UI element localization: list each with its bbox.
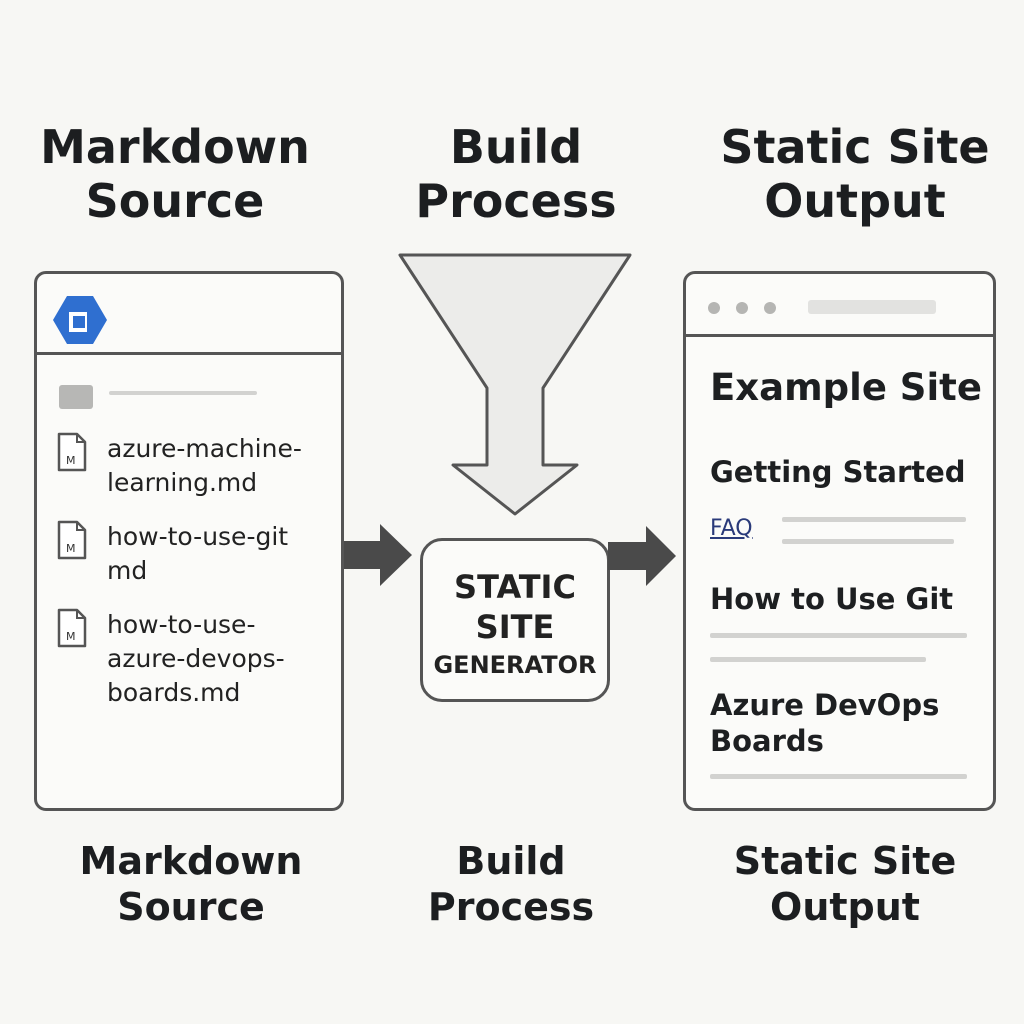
footer-markdown-source: Markdown Source bbox=[79, 839, 303, 929]
markdown-source-panel: M azure-machine- learning.md M how-to-us… bbox=[34, 271, 344, 811]
site-nav-azure-devops-boards[interactable]: Azure DevOps Boards bbox=[710, 688, 940, 758]
markdown-file-icon bbox=[57, 520, 87, 560]
site-nav-how-to-use-git[interactable]: How to Use Git bbox=[710, 582, 954, 616]
site-nav-getting-started[interactable]: Getting Started bbox=[710, 455, 966, 489]
window-dot bbox=[764, 302, 776, 314]
text-placeholder-line bbox=[710, 774, 967, 779]
file-name: azure-machine- learning.md bbox=[107, 434, 302, 497]
funnel-icon bbox=[398, 253, 632, 516]
markdown-file-icon bbox=[57, 608, 87, 648]
footer-static-site-output: Static Site Output bbox=[733, 839, 957, 929]
generator-label-line2: SITE bbox=[475, 608, 555, 646]
panel-header-divider bbox=[37, 352, 341, 355]
text-placeholder-line bbox=[710, 633, 967, 638]
list-item[interactable]: M azure-machine- learning.md bbox=[57, 432, 327, 504]
azure-devops-logo-icon bbox=[53, 296, 107, 344]
generator-label-line3: GENERATOR bbox=[433, 651, 597, 679]
header-static-site-output: Static Site Output bbox=[720, 120, 990, 228]
site-title: Example Site bbox=[710, 366, 982, 409]
static-site-browser-window: Example Site Getting Started FAQ How to … bbox=[683, 271, 996, 811]
arrow-right-icon bbox=[344, 524, 412, 586]
header-build-process: Build Process bbox=[415, 120, 617, 228]
arrow-right-icon bbox=[608, 526, 676, 586]
folder-icon bbox=[59, 385, 93, 409]
list-item[interactable]: M how-to-use-git md bbox=[57, 520, 327, 592]
file-name: how-to-use- azure-devops- boards.md bbox=[107, 610, 285, 707]
generator-label-line1: STATIC bbox=[454, 568, 576, 606]
markdown-file-icon bbox=[57, 432, 87, 472]
browser-header-divider bbox=[686, 334, 993, 337]
header-markdown-source: Markdown Source bbox=[40, 120, 310, 228]
text-placeholder-line bbox=[782, 517, 966, 522]
list-item[interactable]: M how-to-use- azure-devops- boards.md bbox=[57, 608, 327, 712]
footer-build-process: Build Process bbox=[427, 839, 595, 929]
text-placeholder-line bbox=[710, 657, 926, 662]
site-nav-faq-link[interactable]: FAQ bbox=[710, 516, 753, 541]
path-placeholder-line bbox=[109, 391, 257, 395]
text-placeholder-line bbox=[782, 539, 954, 544]
window-dot bbox=[736, 302, 748, 314]
file-name: how-to-use-git md bbox=[107, 522, 289, 585]
window-dot bbox=[708, 302, 720, 314]
address-bar bbox=[808, 300, 936, 314]
static-site-generator-box: STATIC SITE GENERATOR bbox=[420, 538, 610, 702]
